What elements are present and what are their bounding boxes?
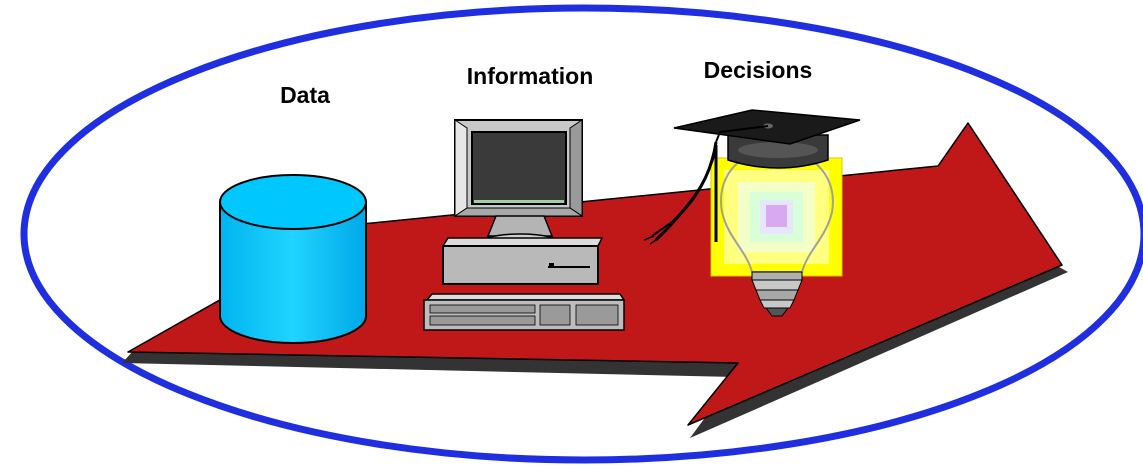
decisions-label: Decisions [704, 57, 813, 83]
outline-ellipse [20, 4, 1143, 464]
database-cylinder-icon [219, 174, 367, 344]
desktop-computer-icon [423, 119, 626, 331]
lightbulb-graduation-cap-icon [643, 109, 861, 317]
data-label: Data [280, 82, 330, 108]
information-label: Information [467, 63, 594, 89]
